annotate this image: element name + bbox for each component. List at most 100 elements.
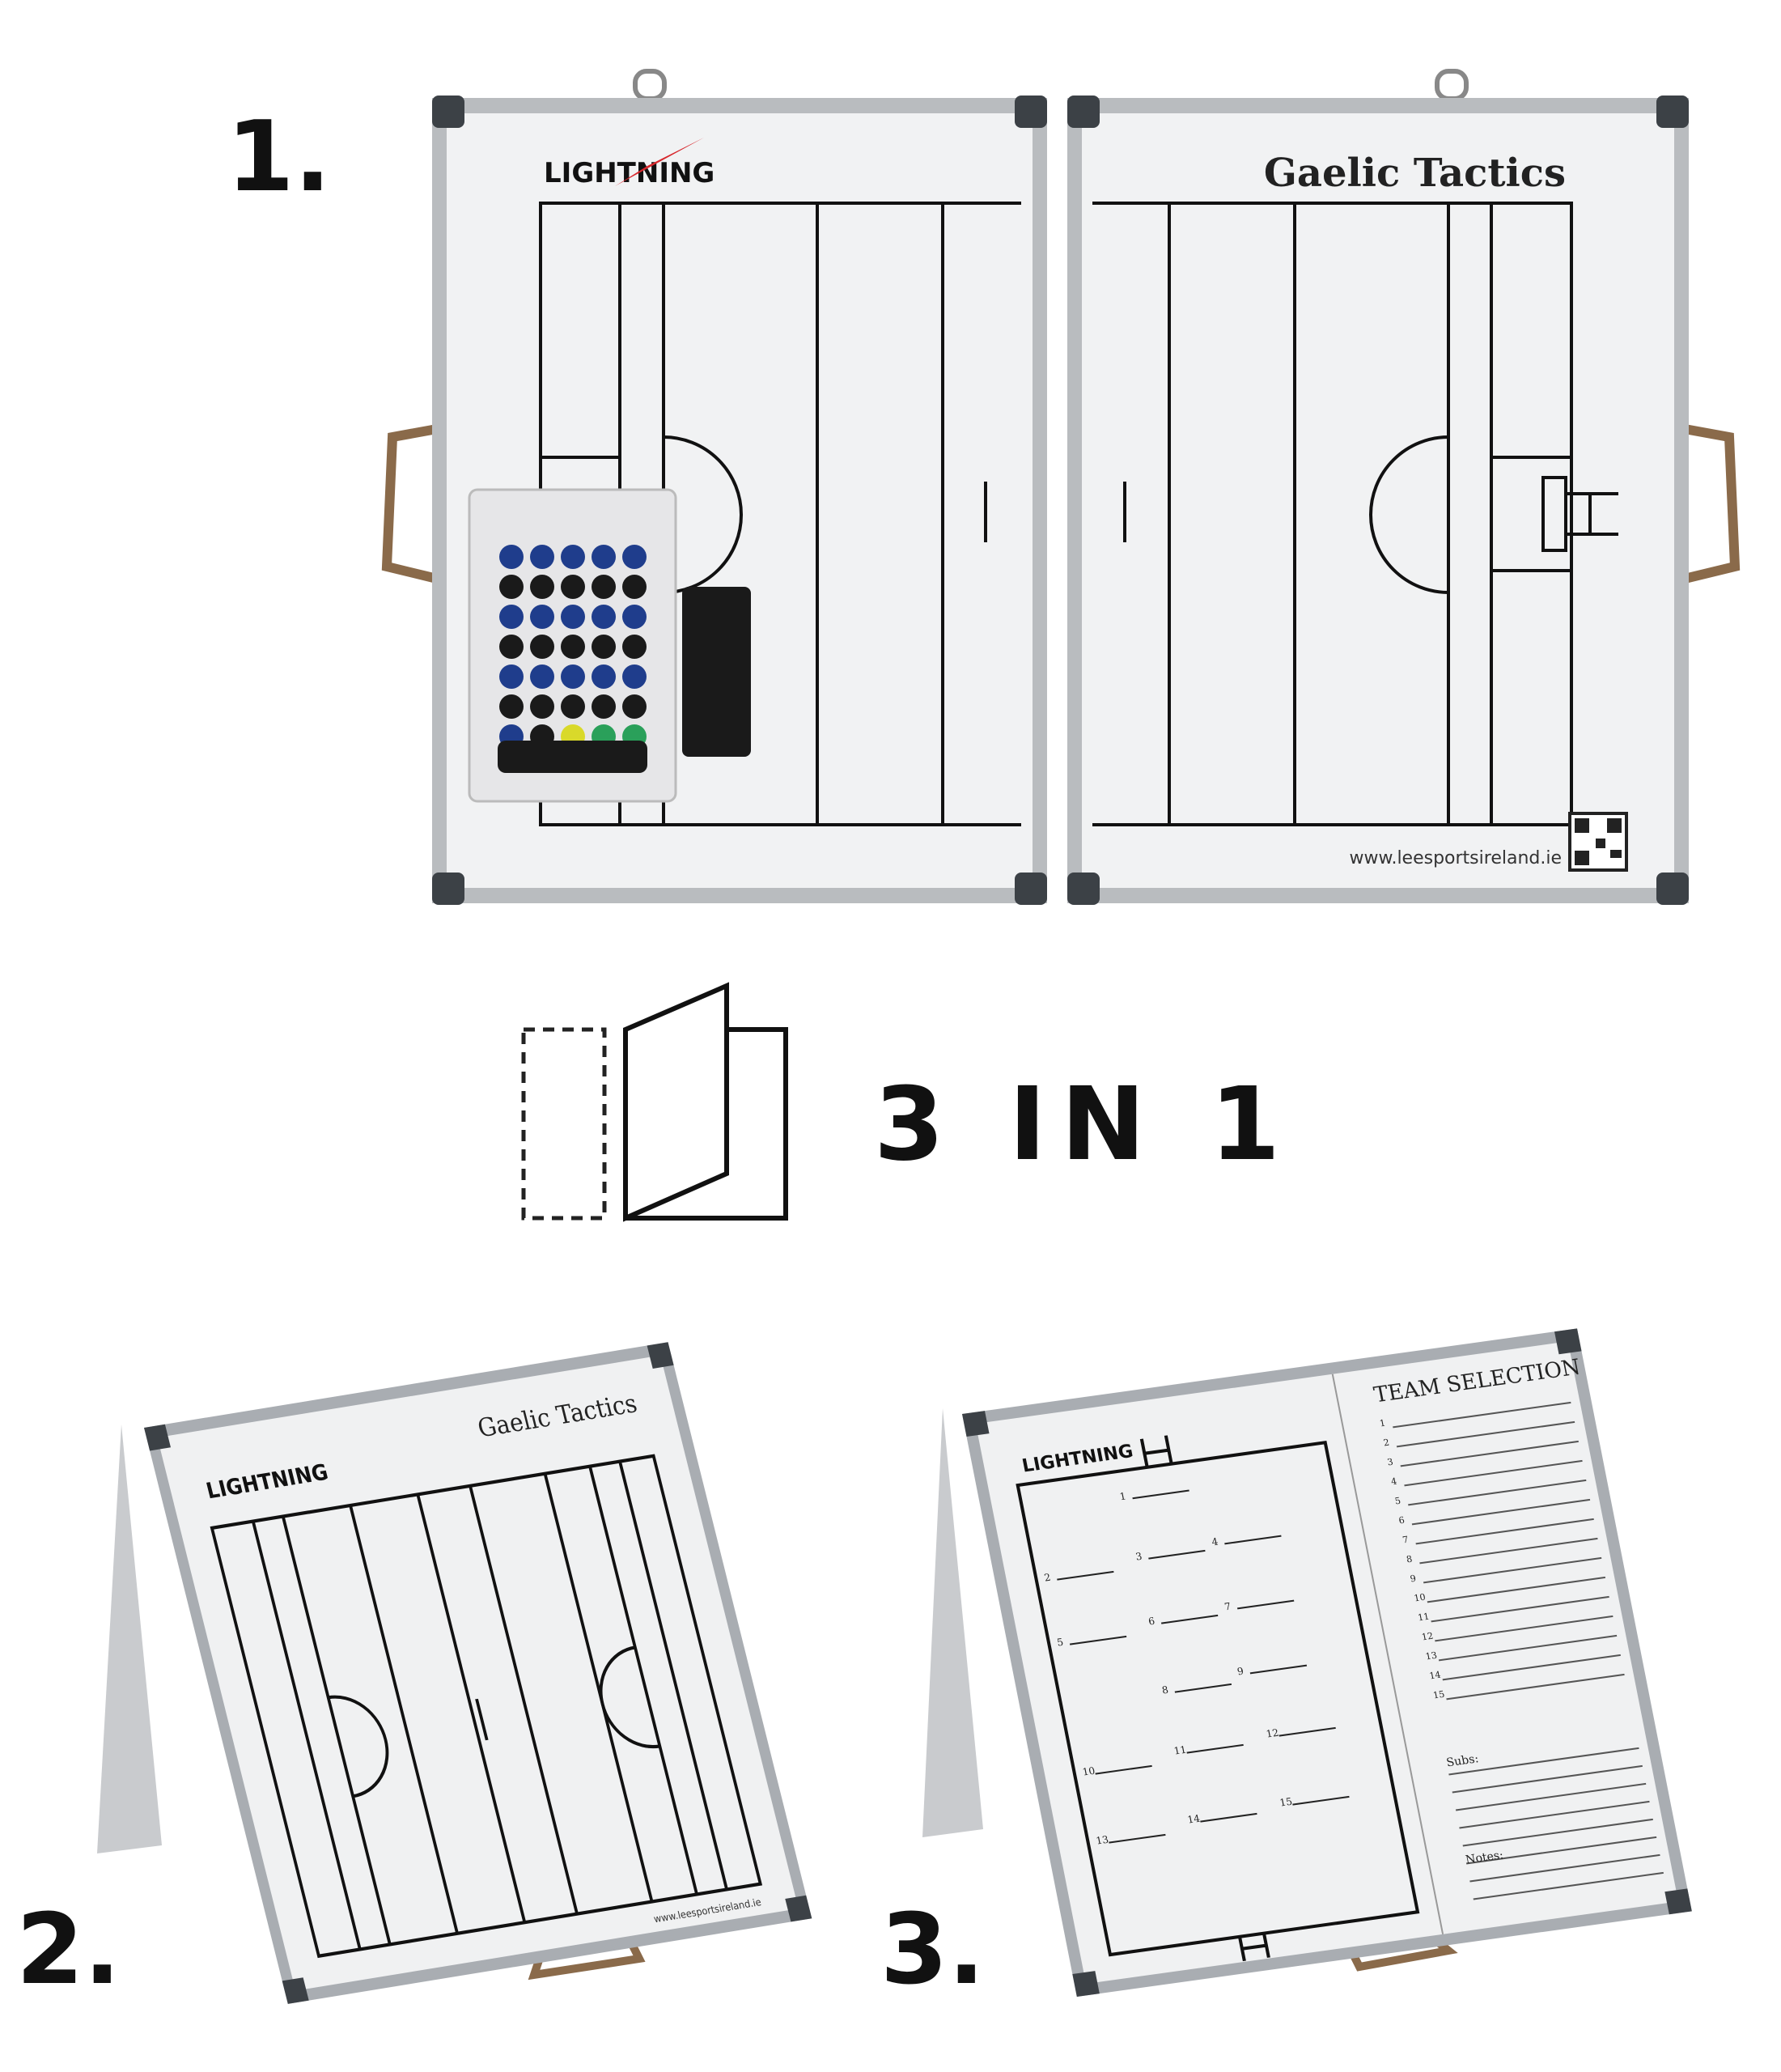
player-magnet (622, 694, 647, 719)
notes-line (1452, 1764, 1643, 1794)
position-line (1292, 1795, 1350, 1806)
roster-line (1415, 1518, 1594, 1545)
marker-pen (498, 741, 647, 773)
notes-line (1473, 1871, 1664, 1900)
player-magnet (530, 694, 554, 719)
roster-line (1396, 1420, 1575, 1448)
position-number: 5 (1056, 1637, 1064, 1649)
player-magnet (561, 605, 585, 629)
roster-line (1404, 1459, 1583, 1487)
position-line (1132, 1489, 1189, 1500)
position-number: 6 (1147, 1616, 1156, 1628)
player-magnet (561, 635, 585, 659)
player-magnet (592, 575, 616, 599)
position-number: 14 (1186, 1813, 1201, 1826)
back-panel (922, 1408, 983, 1837)
player-magnet (622, 635, 647, 659)
position-line (1224, 1535, 1282, 1545)
roster-number: 7 (1401, 1535, 1410, 1546)
notes-line (1448, 1747, 1639, 1776)
hook-icon (633, 69, 667, 101)
position-number: 8 (1161, 1684, 1169, 1696)
magnet-pack (468, 488, 677, 803)
player-magnet (530, 575, 554, 599)
player-magnet (592, 545, 616, 569)
player-magnet (592, 664, 616, 689)
roster-number: 8 (1406, 1554, 1414, 1565)
position-line (1095, 1764, 1152, 1775)
step-3-label: 3. (880, 1894, 985, 2006)
player-magnet (622, 545, 647, 569)
player-magnet (592, 694, 616, 719)
position-line (1236, 1599, 1295, 1610)
step-2-label: 2. (16, 1894, 121, 2006)
position-number: 1 (1118, 1490, 1126, 1502)
right-panel-surface (1082, 113, 1674, 888)
roster-line (1446, 1673, 1625, 1700)
step-1-label: 1. (227, 101, 331, 214)
roster-number: 3 (1386, 1457, 1394, 1468)
roster-number: 6 (1397, 1515, 1406, 1526)
fold-icon (521, 982, 788, 1222)
pitch-right-half (1092, 202, 1618, 826)
player-magnet (499, 694, 524, 719)
board-title: Gaelic Tactics (1264, 151, 1566, 196)
position-line (1174, 1683, 1232, 1693)
roster-line (1393, 1401, 1571, 1429)
player-magnet (499, 575, 524, 599)
notes-line (1459, 1800, 1650, 1829)
player-magnet (622, 664, 647, 689)
roster-line (1423, 1556, 1602, 1584)
handle-icon (381, 424, 439, 584)
position-number: 3 (1134, 1551, 1143, 1563)
roster-line (1411, 1498, 1591, 1526)
roster-number: 15 (1432, 1689, 1446, 1701)
roster-line (1427, 1576, 1606, 1603)
roster-line (1419, 1537, 1598, 1565)
player-magnet (499, 605, 524, 629)
roster-number: 1 (1379, 1418, 1387, 1429)
position-number: 13 (1095, 1834, 1109, 1847)
player-magnet (561, 664, 585, 689)
player-magnet (530, 664, 554, 689)
position-line (1249, 1664, 1308, 1675)
player-magnet (499, 664, 524, 689)
position-number: 10 (1081, 1765, 1096, 1778)
open-board: LIGHTNING Gaelic Tactics w (381, 69, 1741, 905)
eraser (682, 587, 751, 757)
position-number: 11 (1173, 1744, 1188, 1757)
roster-number: 4 (1390, 1476, 1398, 1488)
player-magnet (561, 694, 585, 719)
roster-line (1431, 1595, 1609, 1623)
roster-number: 11 (1417, 1611, 1431, 1624)
aframe-pitch-board: LIGHTNING Gaelic Tactics www.leesportsir… (97, 1342, 812, 2004)
roster-line (1435, 1615, 1614, 1642)
qr-code-icon (1568, 812, 1628, 872)
hook-icon (1435, 69, 1469, 101)
notes-line (1465, 1836, 1657, 1865)
player-magnet (622, 575, 647, 599)
roster-number: 5 (1394, 1496, 1402, 1507)
roster-number: 9 (1410, 1573, 1418, 1585)
three-in-one-label: 3 IN 1 (874, 1066, 1295, 1183)
player-magnet (530, 635, 554, 659)
roster-number: 14 (1428, 1670, 1442, 1682)
roster-number: 2 (1383, 1437, 1391, 1449)
player-magnet (561, 575, 585, 599)
roster-number: 10 (1413, 1592, 1427, 1604)
position-line (1069, 1635, 1127, 1645)
notes-line (1469, 1853, 1660, 1883)
roster-number: 13 (1425, 1650, 1439, 1662)
position-number: 12 (1266, 1727, 1280, 1740)
position-line (1279, 1726, 1336, 1737)
brand-logo: LIGHTNING (544, 157, 715, 189)
subs-label: Subs: (1445, 1752, 1480, 1769)
position-number: 7 (1223, 1601, 1232, 1613)
position-number: 9 (1236, 1666, 1245, 1678)
website-url: www.leesportsireland.ie (1349, 848, 1562, 868)
roster-number: 12 (1421, 1631, 1435, 1643)
player-magnet (499, 635, 524, 659)
position-number: 15 (1279, 1796, 1293, 1809)
